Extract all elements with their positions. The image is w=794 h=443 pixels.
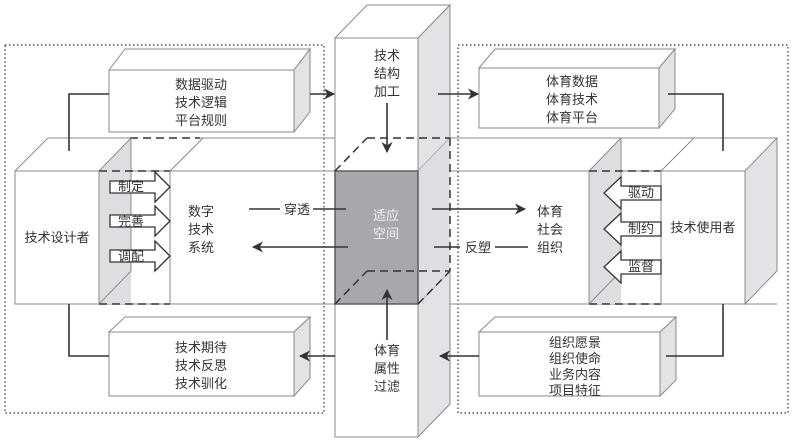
svg-text:完善: 完善 (118, 214, 144, 230)
sports-org-line-2: 社会 (537, 222, 563, 238)
top-left-line-2: 技术逻辑 (175, 96, 227, 111)
connector-bottomleft-to-designer (68, 304, 109, 357)
core-line-2: 空间 (373, 227, 399, 242)
action-arrow-define: 制定 (109, 170, 171, 204)
svg-text:驱动: 驱动 (628, 186, 654, 201)
top-right-line-2: 体育技术 (546, 92, 598, 108)
action-arrow-constrain: 制约 (603, 211, 662, 247)
top-left-box (107, 47, 312, 134)
action-arrow-drive: 驱动 (603, 175, 662, 211)
left-actor-label: 技术设计者 (24, 231, 89, 246)
bottom-right-line-4: 项目特征 (549, 384, 601, 399)
svg-text:调配: 调配 (118, 250, 144, 265)
penetrate-label: 穿透 (284, 202, 310, 218)
connectors (68, 88, 724, 362)
connector-topright-to-user (668, 93, 724, 151)
connector-user-to-bottomright (666, 304, 724, 357)
digital-system-line-2: 技术 (188, 223, 214, 238)
action-arrow-improve: 完善 (109, 204, 171, 238)
core-line-1: 适应 (373, 208, 399, 224)
top-right-box (477, 47, 677, 130)
bottom-column-line-1: 体育 (374, 343, 400, 359)
right-region-boundary (457, 44, 789, 414)
sports-org-line-3: 组织 (537, 241, 563, 256)
top-right-line-3: 体育平台 (546, 110, 598, 126)
bottom-left-line-1: 技术期待 (175, 341, 227, 356)
designer-actions: 制定 完善 调配 (109, 170, 171, 273)
svg-text:制约: 制约 (628, 222, 654, 237)
bottom-right-line-1: 组织愿景 (549, 336, 601, 351)
adaptation-space-core (334, 137, 451, 305)
sports-org-line-1: 体育 (537, 204, 563, 220)
bottom-left-line-2: 技术反思 (175, 359, 227, 374)
action-arrow-supervise: 监督 (603, 249, 662, 285)
bottom-right-line-2: 组织使命 (549, 351, 601, 367)
digital-system-line-3: 系统 (188, 241, 214, 256)
vertical-column (333, 3, 452, 439)
bottom-right-line-3: 业务内容 (549, 367, 601, 383)
right-actor-label: 技术使用者 (670, 220, 735, 236)
bottom-left-line-3: 技术驯化 (175, 377, 227, 392)
top-column-line-3: 加工 (374, 85, 400, 100)
bottom-left-box (107, 315, 312, 398)
top-right-line-1: 体育数据 (546, 74, 598, 90)
digital-system-line-1: 数字 (188, 205, 214, 220)
action-arrow-allocate: 调配 (109, 239, 171, 273)
top-column-line-1: 技术 (374, 49, 400, 64)
top-left-line-1: 数据驱动 (175, 78, 227, 93)
reshape-label: 反塑 (465, 241, 491, 256)
user-actions: 驱动 制约 监督 (603, 175, 662, 285)
svg-text:制定: 制定 (118, 180, 144, 195)
top-left-line-3: 平台规则 (175, 114, 227, 129)
bottom-column-line-3: 过滤 (374, 380, 400, 395)
svg-text:监督: 监督 (628, 260, 654, 275)
top-column-line-2: 结构 (374, 67, 400, 82)
bottom-column-line-2: 属性 (374, 362, 400, 377)
connector-designer-to-topleft (68, 93, 109, 151)
